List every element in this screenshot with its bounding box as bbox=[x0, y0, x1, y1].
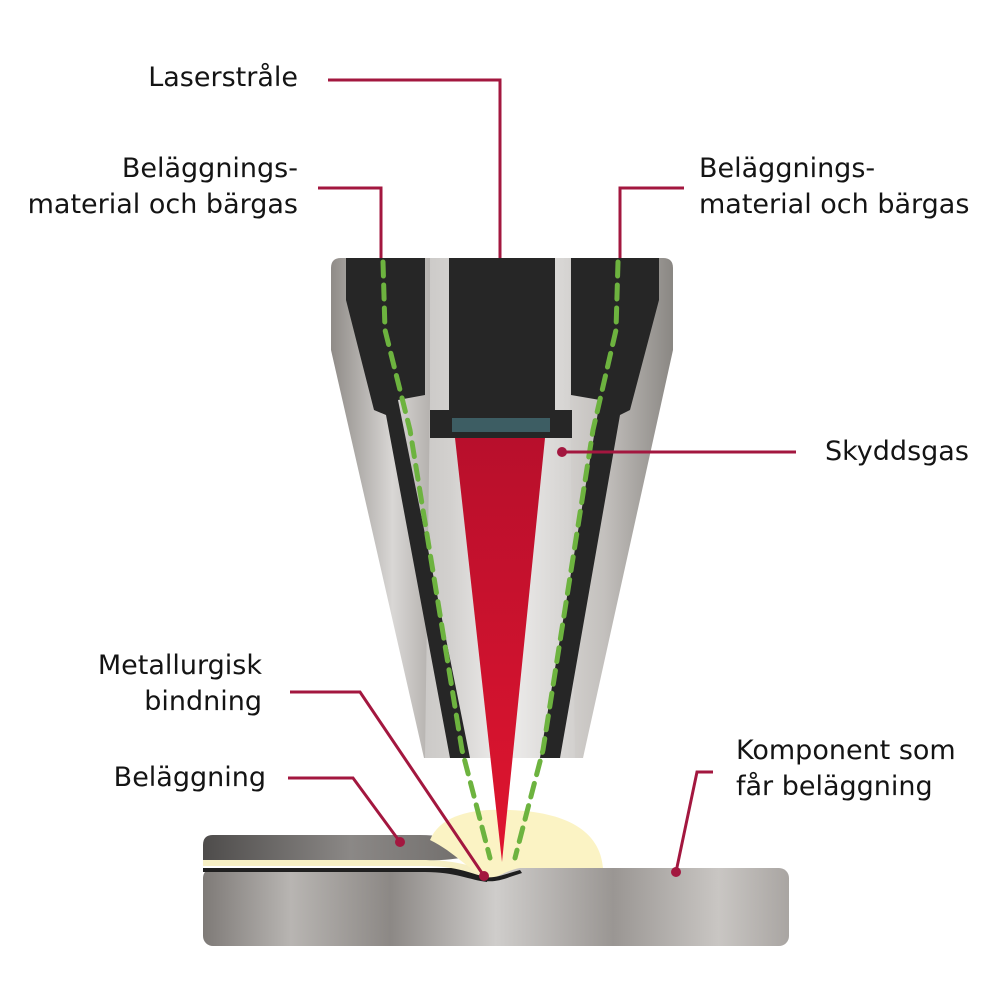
leader-component bbox=[674, 770, 713, 873]
powder-streams bbox=[380, 259, 621, 861]
label-feed-left: Beläggnings- material och bärgas bbox=[0, 151, 298, 223]
powder-stream-left bbox=[380, 259, 493, 861]
leader-lines bbox=[288, 78, 796, 877]
leader-feed-right bbox=[618, 186, 684, 258]
label-metallurgical-bond-line2: bindning bbox=[144, 686, 262, 717]
label-laser-beam: Laserstråle bbox=[100, 60, 298, 96]
label-metallurgical-bond-line1: Metallurgisk bbox=[97, 650, 262, 681]
leader-coating bbox=[288, 776, 402, 843]
label-feed-right-line2: material och bärgas bbox=[699, 189, 970, 220]
laser-beam bbox=[455, 438, 545, 862]
label-shielding-gas: Skyddsgas bbox=[825, 434, 969, 470]
label-laser-beam-text: Laserstråle bbox=[148, 62, 298, 93]
coating-layer bbox=[203, 835, 498, 882]
powder-stream-right bbox=[512, 259, 621, 861]
leader-laser-beam bbox=[328, 78, 502, 258]
label-shielding-gas-text: Skyddsgas bbox=[825, 436, 969, 467]
label-feed-right: Beläggnings- material och bärgas bbox=[699, 151, 969, 223]
label-coating-text: Beläggning bbox=[113, 762, 266, 793]
label-component-line1: Komponent som bbox=[736, 735, 956, 766]
label-feed-right-line1: Beläggnings- bbox=[699, 153, 876, 184]
label-coating: Beläggning bbox=[40, 760, 266, 796]
leader-metallurgical-bond bbox=[290, 690, 486, 877]
label-component-line2: får beläggning bbox=[736, 771, 933, 802]
component-plate bbox=[203, 868, 789, 946]
label-metallurgical-bond: Metallurgisk bindning bbox=[40, 648, 262, 720]
leader-feed-left bbox=[318, 186, 383, 258]
leader-dots bbox=[395, 447, 681, 881]
label-feed-left-line2: material och bärgas bbox=[27, 189, 298, 220]
label-feed-left-line1: Beläggnings- bbox=[121, 153, 298, 184]
nozzle-body bbox=[331, 258, 673, 758]
label-component: Komponent som får beläggning bbox=[736, 733, 956, 805]
